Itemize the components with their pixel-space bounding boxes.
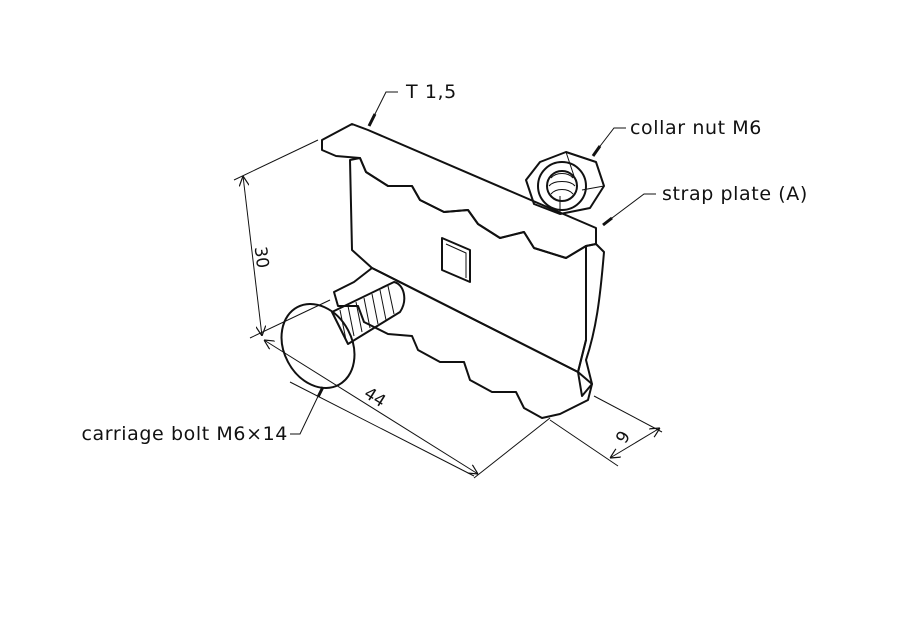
dimension-depth-value: 9 — [612, 428, 635, 447]
nut-hex — [525, 151, 605, 215]
bolt-thread — [331, 281, 406, 345]
lower-flange — [333, 267, 593, 419]
square-hole — [441, 237, 471, 283]
callout-strap-plate: strap plate (A) — [602, 183, 808, 227]
collar-nut — [525, 151, 605, 215]
plate-bend — [577, 243, 605, 397]
dimension-height: 30 — [233, 139, 331, 339]
callout-collar-nut: collar nut M6 — [591, 117, 762, 157]
label-thickness: T 1,5 — [405, 81, 457, 103]
nut-collar — [537, 161, 587, 211]
label-collar-nut: collar nut M6 — [630, 117, 762, 139]
callout-carriage-bolt: carriage bolt M6×14 — [81, 386, 325, 445]
dimension-depth: 9 — [549, 395, 663, 467]
dimension-length-value: 44 — [360, 384, 389, 412]
label-strap-plate: strap plate (A) — [662, 183, 808, 205]
callout-thickness: T 1,5 — [367, 81, 457, 127]
nut-bore — [546, 170, 578, 202]
dimension-length: 44 — [264, 340, 551, 479]
dimension-height-value: 30 — [250, 245, 272, 269]
bolt-head — [280, 302, 356, 390]
strap-plate — [321, 123, 605, 419]
plate-web — [349, 157, 587, 373]
label-carriage-bolt: carriage bolt M6×14 — [81, 423, 288, 445]
